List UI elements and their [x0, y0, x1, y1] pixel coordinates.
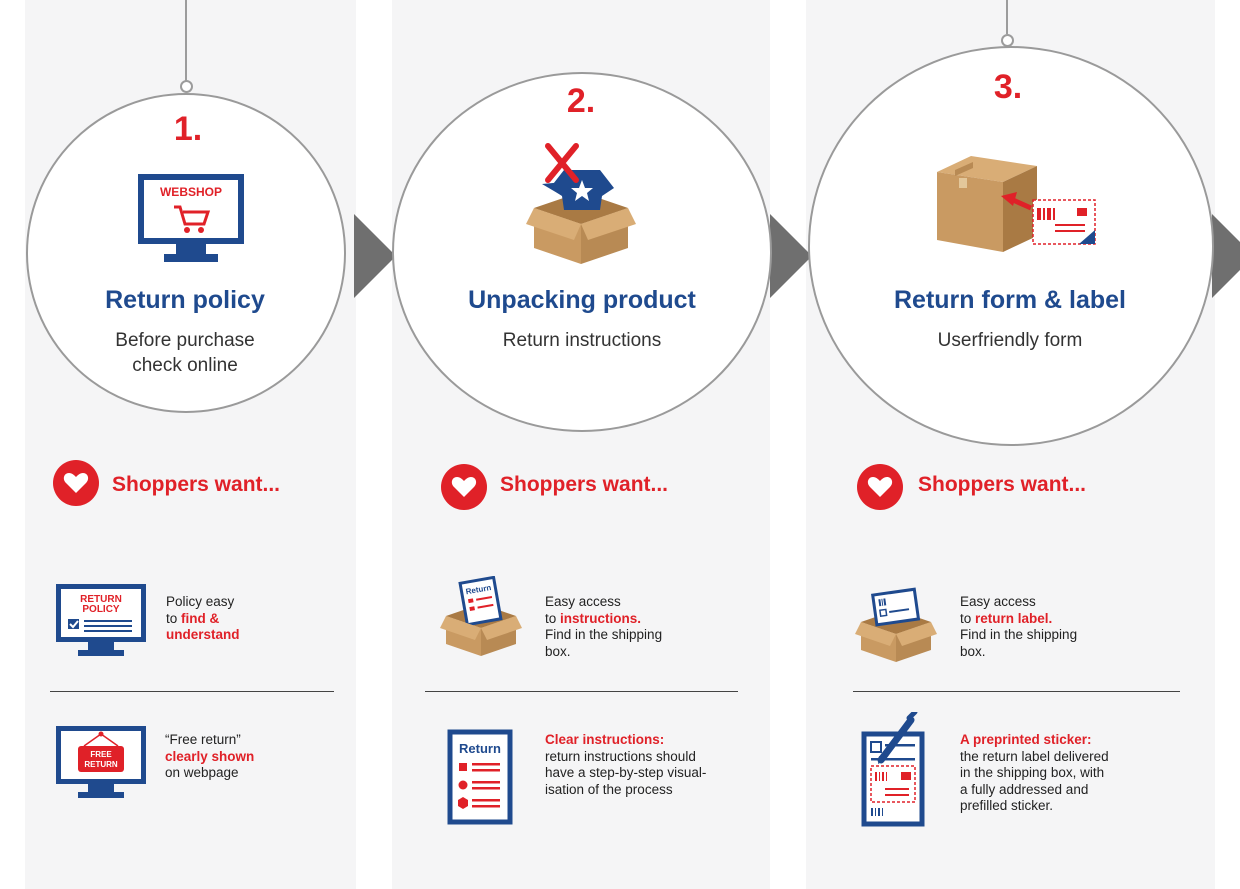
step-3-item-1-line3: Find in the shipping: [960, 627, 1078, 642]
step-3-subtitle: Userfriendly form: [937, 330, 1083, 351]
step-2-item-2-line3: have a step-by-step visual-: [545, 765, 707, 780]
step-3-item-2-line2: the return label delivered: [960, 748, 1109, 764]
step-2-item-2-line2: return instructions should: [545, 748, 696, 764]
step-2-item-2-line4: isation of the process: [545, 781, 673, 797]
step-2-item-1-line2: to instructions.: [545, 611, 662, 628]
return-doc-small-label: Return: [465, 583, 492, 596]
step-1-item-1-line2: to find &: [166, 611, 240, 628]
step-2-item-1-line4: box.: [545, 643, 571, 659]
unpacking-box-icon: [526, 143, 636, 264]
return-policy-monitor-icon: RETURN POLICY: [56, 584, 146, 656]
arrow-3-next: [1212, 214, 1240, 298]
step-2-item-1-line3: Find in the shipping: [545, 627, 663, 642]
step-3-item-2-line5: prefilled sticker.: [960, 798, 1054, 813]
step-2-item-1-highlight: instructions.: [560, 610, 642, 626]
webshop-monitor-icon: WEBSHOP: [138, 174, 244, 262]
step-1-item-1-line1: Policy easy: [166, 594, 235, 609]
step-3-item-1-line2: to return label.: [960, 611, 1077, 628]
step-3-item-2-line3: in the shipping box, with: [960, 765, 1105, 780]
step-3-item-1-highlight: return label.: [975, 610, 1053, 626]
step-2-item-1: Easy access to instructions. Find in the…: [545, 594, 662, 660]
step-3-divider: [853, 691, 1180, 692]
step-2-item-1-to: to: [545, 610, 561, 626]
step-2-number: 2.: [566, 82, 596, 120]
step-3-item-1-line1: Easy access: [960, 594, 1036, 609]
step-1-divider: [50, 691, 334, 692]
step-1-item-2-line1: “Free return”: [165, 732, 241, 747]
step-1-item-1: Policy easy to find & understand: [166, 594, 240, 644]
step-2-subtitle: Return instructions: [502, 330, 662, 351]
free-label: FREE: [90, 750, 112, 759]
step-3-item-2-highlight: A preprinted sticker:: [960, 732, 1092, 747]
policy-label-1: RETURN: [80, 594, 122, 605]
return-instructions-document-icon: Return: [447, 729, 513, 825]
preprinted-sticker-form-icon: [861, 712, 925, 827]
step-3-wants-heading: Shoppers want...: [918, 473, 1087, 496]
step-2-item-2: Clear instructions: return instructions …: [545, 732, 706, 798]
heart-icon: [441, 464, 487, 510]
step-2-divider: [425, 691, 738, 692]
heart-icon: [857, 464, 903, 510]
step-1-hanger-knob: [180, 80, 193, 93]
step-1-wants-heading: Shoppers want...: [112, 473, 281, 496]
step-1-item-1-to: to: [166, 610, 182, 626]
step-2-title: Unpacking product: [468, 286, 696, 314]
step-1-title: Return policy: [105, 286, 265, 314]
step-1-subtitle-line1: Before purchase: [115, 330, 255, 351]
free-return-monitor-icon: FREE RETURN: [56, 726, 146, 798]
step-3-item-2-line4: a fully addressed and: [960, 781, 1089, 797]
box-with-instructions-icon: Return: [440, 576, 522, 656]
step-3-item-2: A preprinted sticker: the return label d…: [960, 732, 1109, 815]
step-3-circle: [808, 46, 1214, 446]
step-3-hanger: [1006, 0, 1008, 34]
heart-icon: [53, 460, 99, 506]
step-1-subtitle-line2: check online: [132, 355, 238, 376]
step-1-item-2-highlight: clearly shown: [165, 748, 255, 764]
step-1-number: 1.: [173, 110, 203, 148]
step-2-item-1-line1: Easy access: [545, 594, 621, 609]
step-2-item-2-highlight: Clear instructions:: [545, 732, 665, 747]
step-3-item-1-line4: box.: [960, 643, 986, 659]
webshop-label: WEBSHOP: [160, 185, 222, 199]
arrow-1-to-2: [354, 214, 396, 298]
step-1-item-1-highlight-2: understand: [166, 627, 240, 642]
step-1-item-1-highlight: find &: [181, 610, 220, 626]
return-label: RETURN: [84, 760, 118, 769]
policy-label-2: POLICY: [82, 604, 120, 615]
step-3-title: Return form & label: [894, 286, 1126, 314]
step-1-item-2: “Free return” clearly shown on webpage: [165, 732, 254, 782]
box-with-label-icon: [855, 587, 937, 662]
step-3-number: 3.: [993, 68, 1023, 106]
return-doc-label: Return: [459, 741, 501, 756]
step-3-item-1-to: to: [960, 610, 976, 626]
box-and-label-icon: [937, 156, 1096, 252]
step-1-hanger: [185, 0, 187, 82]
step-1-item-2-line3: on webpage: [165, 765, 239, 780]
step-3-item-1: Easy access to return label. Find in the…: [960, 594, 1077, 660]
arrow-2-to-3: [770, 214, 812, 298]
step-2-wants-heading: Shoppers want...: [500, 473, 669, 496]
